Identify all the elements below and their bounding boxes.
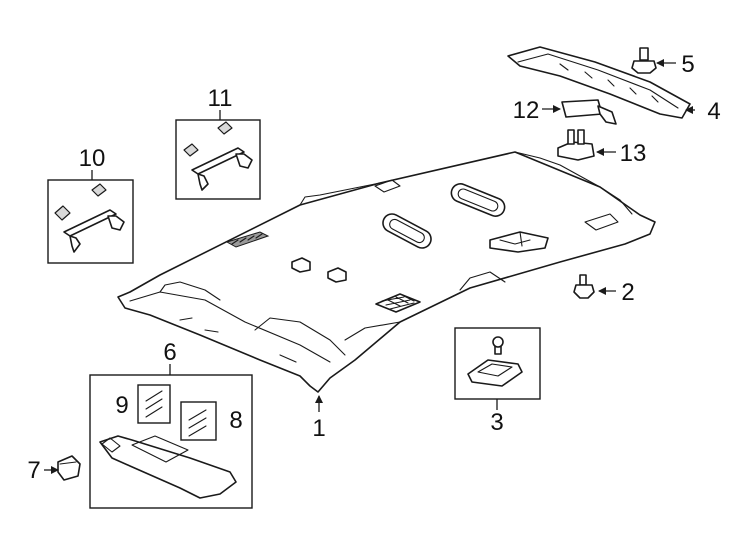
roof-trim-strip <box>507 46 691 119</box>
callout-5: 5 <box>681 51 694 78</box>
callout-11: 11 <box>208 85 233 112</box>
roof-module <box>561 99 617 125</box>
callout-1: 1 <box>312 415 325 442</box>
assist-handle-box-right <box>175 119 261 200</box>
callout-labels: 1 2 3 4 5 6 7 8 9 10 11 12 13 <box>27 51 720 484</box>
callout-9: 9 <box>115 392 128 419</box>
screw-side <box>573 274 595 299</box>
headliner-panel <box>117 151 656 393</box>
callout-13: 13 <box>620 140 647 167</box>
callout-3: 3 <box>490 409 503 436</box>
headliner-front-bracket <box>225 231 270 248</box>
headliner-oval-opening-front <box>382 213 432 249</box>
retainer-clip <box>557 129 595 161</box>
bolt-top <box>631 47 657 74</box>
leader-lines <box>44 59 695 474</box>
callout-6: 6 <box>163 339 176 366</box>
callout-8: 8 <box>229 407 242 434</box>
callout-2: 2 <box>621 279 634 306</box>
visor-clip <box>57 455 81 481</box>
headliner-rear-bracket <box>489 231 549 253</box>
headliner-oval-opening-rear <box>450 183 506 217</box>
callout-12: 12 <box>513 97 540 124</box>
bracket-box <box>454 327 541 400</box>
callout-7: 7 <box>27 457 40 484</box>
callout-10: 10 <box>79 145 106 172</box>
assist-handle-box-left <box>47 179 134 264</box>
callout-4: 4 <box>707 98 720 125</box>
headliner-grille-vent <box>375 293 421 313</box>
headliner-clips <box>291 257 347 283</box>
sun-visor-box <box>89 374 253 509</box>
